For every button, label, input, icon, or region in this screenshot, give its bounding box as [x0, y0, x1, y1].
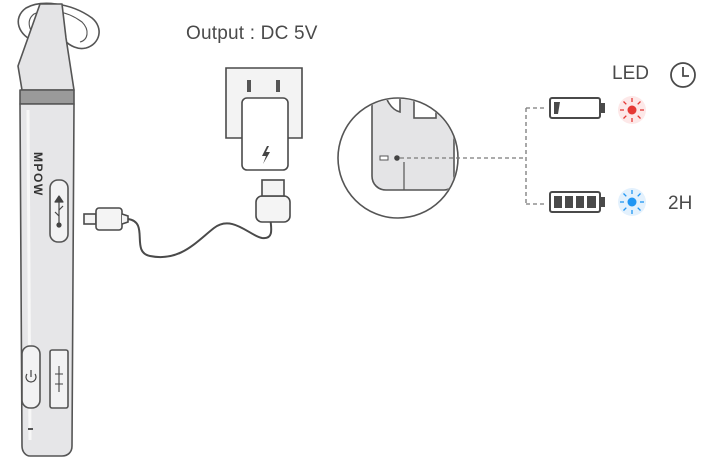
led-label: LED [612, 63, 649, 84]
lightning-icon [262, 146, 270, 164]
headset-top [17, 3, 75, 91]
charging-indicator [549, 96, 646, 124]
micro-usb-cable [83, 179, 291, 259]
usb-icon [54, 195, 64, 228]
charged-indicator [549, 188, 646, 216]
usb-a-plug [255, 195, 291, 223]
battery-full-icon [549, 191, 605, 213]
bluetooth-headset: MPOW [17, 2, 100, 457]
zoom-led-point [394, 155, 400, 161]
ear-hook [17, 2, 100, 50]
dashed-connector [400, 107, 546, 205]
zoom-detail [337, 97, 459, 219]
output-voltage-label: Output : DC 5V [186, 23, 318, 44]
microphone-hole [28, 428, 33, 430]
volume-rocker-icon [55, 366, 63, 392]
clock-icon [670, 62, 696, 88]
battery-low-icon [549, 97, 605, 119]
headset-band [19, 89, 75, 105]
outlet-slot-right [276, 80, 280, 92]
micro-usb-plug [95, 207, 123, 231]
outlet-slot-left [247, 80, 251, 92]
charge-time-label: 2H [668, 193, 693, 214]
zoom-led-slot [379, 155, 389, 161]
cable-wire [127, 213, 273, 259]
wall-charger [225, 67, 303, 171]
sun-led-red-icon [618, 96, 646, 124]
charger-adapter [241, 97, 289, 171]
sun-led-blue-icon [618, 188, 646, 216]
brand-logo: MPOW [31, 152, 45, 197]
power-button-icon [25, 370, 37, 383]
